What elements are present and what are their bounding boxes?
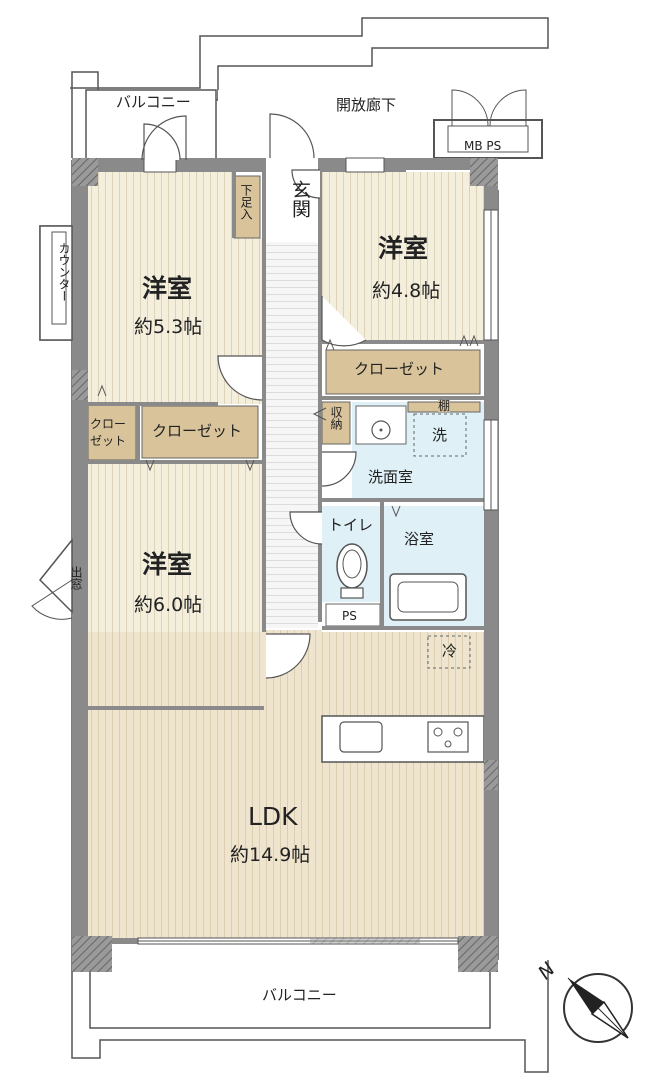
toilet-label: トイレ <box>328 516 374 534</box>
bay-window <box>38 537 73 614</box>
closet-mid-label: クローゼット <box>152 422 243 440</box>
bay-window-label: 出窓 <box>69 566 83 590</box>
storage-label: 収納 <box>329 406 343 430</box>
ldk-windows <box>137 937 459 945</box>
mbps-door-left <box>451 89 489 127</box>
closet-markers <box>97 334 479 518</box>
washroom-label: 洗面室 <box>368 468 414 486</box>
shoe-storage-label: 下足入 <box>239 184 253 220</box>
counter-label: カウンター <box>57 242 71 302</box>
closet-small-label: クローゼット <box>90 417 127 448</box>
fridge-label: 冷 <box>442 642 458 660</box>
room-ne-size: 約4.8帖 <box>372 280 441 302</box>
corridor-area <box>218 90 430 160</box>
room-w-size: 約6.0帖 <box>134 594 203 616</box>
room-nw-name: 洋室 <box>142 274 193 303</box>
kitchen-sink <box>339 721 383 753</box>
corridor-label: 開放廊下 <box>336 96 397 114</box>
closet-ne-floor <box>325 349 481 395</box>
compass-icon <box>563 973 633 1043</box>
structural-columns <box>72 158 498 972</box>
bath-label: 浴室 <box>404 530 435 548</box>
storage-floor <box>321 401 351 445</box>
balcony-top-label: バルコニー <box>116 93 191 111</box>
entrance-label: 玄関 <box>289 180 311 218</box>
balcony-bottom-label: バルコニー <box>262 986 337 1004</box>
ldk-size: 約14.9帖 <box>230 844 311 866</box>
basin-icon <box>371 420 391 440</box>
mbps-label: MB PS <box>464 139 502 153</box>
fridge-spot <box>427 635 471 669</box>
shelf-label: 棚 <box>438 399 451 413</box>
walls <box>72 158 498 944</box>
washer-label: 洗 <box>432 426 448 444</box>
closet-ne-label: クローゼット <box>354 360 445 378</box>
washer-spot <box>413 413 467 457</box>
room-nw-size: 約5.3帖 <box>134 316 203 338</box>
door-swings <box>141 113 367 679</box>
shoe-storage-floor <box>233 175 261 239</box>
mbps-door-right <box>489 89 527 127</box>
room-ne-name: 洋室 <box>378 234 429 263</box>
room-w-name: 洋室 <box>142 550 193 579</box>
room-ne-floor <box>322 172 484 340</box>
hallway-floor <box>266 242 318 628</box>
ldk-name: LDK <box>248 802 298 831</box>
closet-mid-floor <box>141 405 259 459</box>
ps-label: PS <box>342 609 357 623</box>
sink <box>355 405 407 445</box>
